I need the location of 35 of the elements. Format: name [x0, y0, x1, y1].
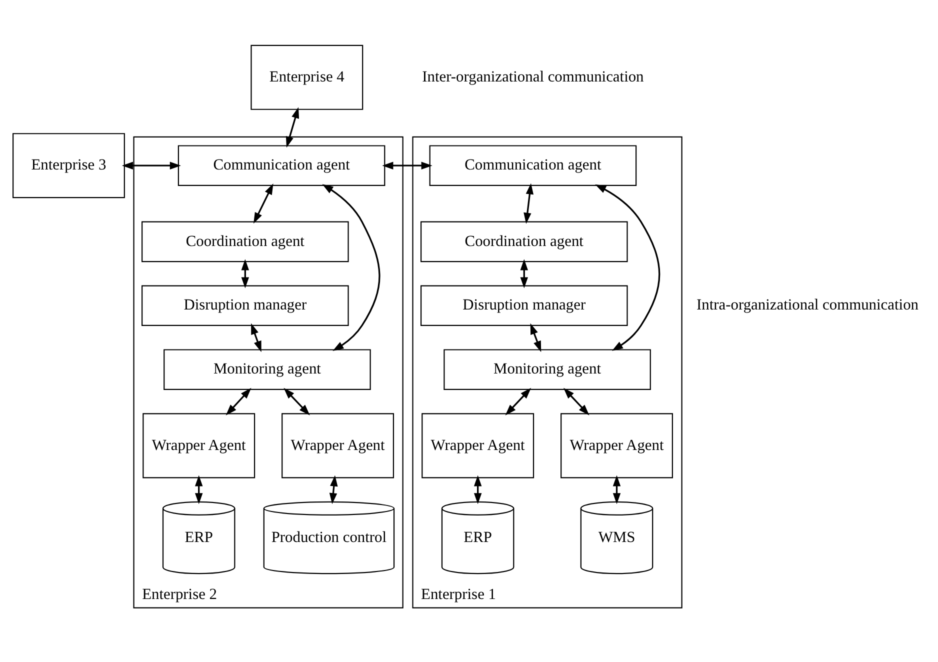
node-box: Communication agent — [429, 145, 637, 186]
arrow — [612, 475, 621, 504]
arrow — [474, 475, 482, 504]
arrow — [505, 388, 532, 416]
node-box: Disruption manager — [142, 285, 349, 326]
node-box: Wrapper Agent — [142, 413, 256, 478]
label: Intra-organizational communication — [696, 296, 918, 314]
arrow — [520, 259, 528, 288]
arrow — [226, 388, 252, 416]
arrow — [251, 323, 262, 352]
arrow — [284, 388, 310, 416]
arrow — [563, 388, 590, 416]
node-box: Disruption manager — [420, 285, 628, 326]
arrow — [329, 475, 338, 504]
node-box: Enterprise 3 — [12, 133, 125, 198]
node-box: Enterprise 4 — [250, 44, 364, 110]
label: Inter-organizational communication — [422, 68, 644, 86]
node-box: Communication agent — [178, 145, 386, 186]
arrow — [595, 184, 660, 351]
arrow — [194, 475, 203, 504]
node-box: Coordination agent — [142, 221, 349, 262]
arrow — [382, 162, 432, 170]
node-box: Wrapper Agent — [560, 413, 673, 478]
arrow — [530, 323, 542, 352]
arrow — [286, 107, 300, 148]
node-box: Wrapper Agent — [422, 413, 534, 478]
arrow — [322, 184, 380, 351]
node-box: Coordination agent — [420, 221, 628, 262]
arrow — [122, 162, 181, 170]
arrow — [241, 259, 250, 288]
arrow — [254, 183, 274, 224]
node-box: Monitoring agent — [164, 349, 371, 390]
arrow — [524, 183, 534, 224]
node-box: Monitoring agent — [444, 349, 651, 390]
node-box: Wrapper Agent — [282, 413, 394, 478]
